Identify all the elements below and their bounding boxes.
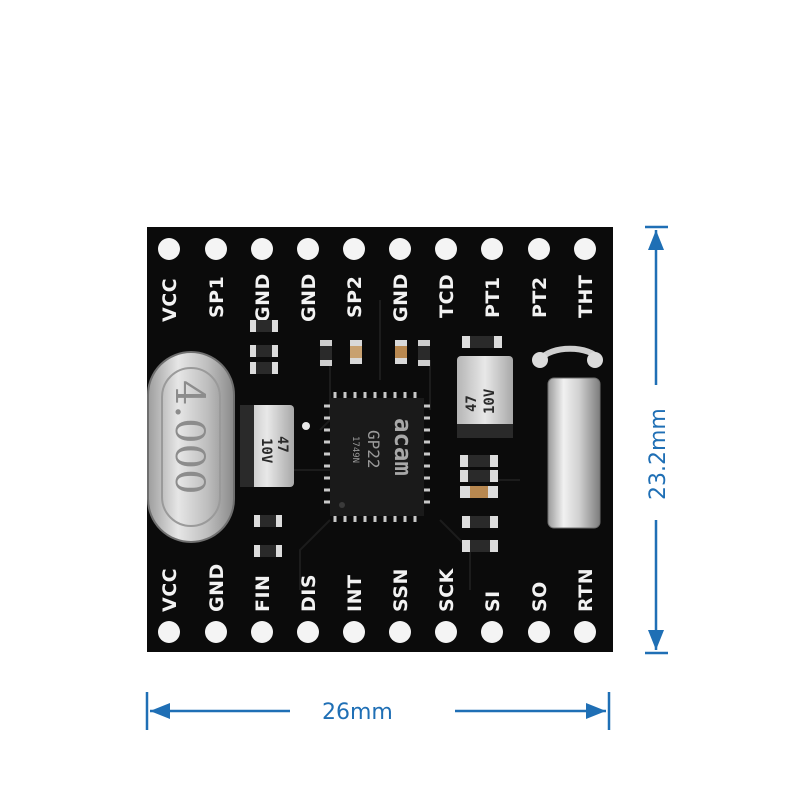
- pin-hole: [389, 621, 411, 643]
- top-pin-row: [158, 238, 596, 260]
- bottom-pin-label: SCK: [436, 567, 458, 612]
- chip-code: 1749N: [350, 436, 360, 463]
- bottom-pin-label: FIN: [252, 575, 274, 612]
- capacitor-left: 47 10V: [240, 405, 294, 487]
- top-pin-label: VCC: [159, 278, 181, 322]
- pin-hole: [435, 238, 457, 260]
- top-pin-label: GND: [390, 273, 412, 322]
- bottom-pin-labels: VCC GND FIN DIS INT SSN SCK SI SO RTN: [159, 563, 597, 612]
- top-pin-labels: VCC SP1 GND GND SP2 GND TCD PT1 PT2 THT: [159, 273, 597, 322]
- pin-hole: [251, 238, 273, 260]
- top-pin-label: GND: [298, 273, 320, 322]
- pin-hole: [481, 621, 503, 643]
- pin-hole: [343, 621, 365, 643]
- chip-logo: acam: [389, 418, 417, 476]
- pin-hole: [528, 621, 550, 643]
- pin-hole: [297, 621, 319, 643]
- capacitor-right: 47 10V: [457, 356, 513, 438]
- pin-hole: [158, 621, 180, 643]
- bottom-pin-label: RTN: [575, 568, 597, 612]
- width-label: 26mm: [322, 700, 393, 725]
- crystal-marking: 4.000: [166, 380, 212, 495]
- gp22-chip: acam GP22 1749N: [324, 392, 430, 522]
- cylinder-crystal: [532, 345, 603, 529]
- capacitor-left-value: 47: [274, 436, 290, 453]
- pin-hole: [481, 238, 503, 260]
- pin-hole: [343, 238, 365, 260]
- pin-hole: [158, 238, 180, 260]
- crystal-oscillator: 4.000: [147, 351, 235, 543]
- pin-hole: [435, 621, 457, 643]
- pin-hole: [205, 238, 227, 260]
- bottom-pin-label: DIS: [298, 574, 320, 612]
- bottom-pin-label: SSN: [390, 568, 412, 612]
- pin-hole: [528, 238, 550, 260]
- top-pin-label: PT1: [482, 276, 504, 318]
- top-pin-label: GND: [252, 273, 274, 322]
- top-pin-label: THT: [575, 275, 597, 318]
- capacitor-left-voltage: 10V: [258, 438, 274, 464]
- height-label: 23.2mm: [646, 408, 671, 500]
- bottom-pin-label: VCC: [159, 568, 181, 612]
- bottom-pin-label: SI: [482, 590, 504, 612]
- pin-hole: [251, 621, 273, 643]
- smd-components: [250, 320, 502, 557]
- top-pin-label: SP2: [344, 276, 366, 318]
- pin-hole: [389, 238, 411, 260]
- pin-hole: [574, 238, 596, 260]
- capacitor-right-voltage: 10V: [482, 388, 498, 414]
- bottom-pin-label: INT: [344, 575, 366, 612]
- bottom-pin-label: SO: [529, 581, 551, 612]
- capacitor-right-value: 47: [464, 395, 480, 412]
- bottom-pin-label: GND: [206, 563, 228, 612]
- top-pin-label: PT2: [529, 276, 551, 318]
- pin-hole: [297, 238, 319, 260]
- height-dimension: [645, 225, 668, 655]
- pin-hole: [205, 621, 227, 643]
- width-dimension: [145, 692, 611, 730]
- chip-model: GP22: [364, 430, 383, 469]
- top-pin-label: SP1: [206, 276, 228, 318]
- bottom-pin-row: [158, 621, 596, 643]
- top-pin-label: TCD: [436, 274, 458, 318]
- pin-hole: [574, 621, 596, 643]
